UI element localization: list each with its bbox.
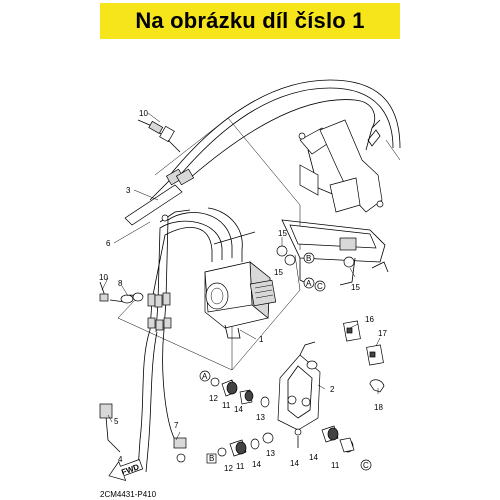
hose-clamps bbox=[276, 245, 389, 273]
callout-13: 13 bbox=[256, 413, 265, 422]
valve-block-small bbox=[339, 237, 357, 251]
frame-bracket-assembly bbox=[281, 119, 401, 287]
hose-fitting bbox=[175, 168, 195, 186]
reference-markers: B A C A B C bbox=[199, 252, 372, 471]
callout-15: 15 bbox=[351, 283, 360, 292]
part-callouts: 10 3 6 10 8 1 2 5 7 4 15 15 15 16 17 18 … bbox=[99, 109, 387, 473]
banjo-bolt-lower bbox=[99, 281, 144, 304]
callout-5: 5 bbox=[114, 417, 119, 426]
abs-hydraulic-unit bbox=[204, 231, 277, 339]
marker-c: C bbox=[317, 282, 323, 291]
pipe-fitting bbox=[147, 317, 156, 329]
abs-ecu-connector bbox=[249, 279, 277, 307]
front-brake-hose-junction bbox=[124, 168, 195, 226]
callout-10: 10 bbox=[99, 273, 108, 282]
pipe-fitting bbox=[154, 294, 163, 308]
rubber-dampers-group bbox=[210, 377, 355, 457]
upper-brake-hoses bbox=[169, 79, 401, 181]
callout-8: 8 bbox=[118, 279, 123, 288]
hose-fitting bbox=[173, 437, 187, 449]
callout-11: 11 bbox=[222, 401, 231, 410]
callout-14: 14 bbox=[252, 460, 261, 469]
callout-14: 14 bbox=[234, 405, 243, 414]
front-lower-hoses bbox=[99, 329, 187, 473]
callout-3: 3 bbox=[126, 186, 131, 195]
brake-pipes bbox=[147, 207, 243, 333]
bolt-icon bbox=[376, 200, 384, 208]
callout-18: 18 bbox=[374, 403, 383, 412]
callout-7: 7 bbox=[174, 421, 179, 430]
callout-11: 11 bbox=[236, 462, 245, 471]
hose-fitting bbox=[99, 403, 113, 419]
callout-13: 13 bbox=[266, 449, 275, 458]
callout-16: 16 bbox=[365, 315, 374, 324]
sensor-connectors bbox=[343, 320, 385, 393]
callout-17: 17 bbox=[378, 329, 387, 338]
pipe-fitting bbox=[162, 292, 171, 306]
callout-12: 12 bbox=[224, 464, 233, 473]
callout-14: 14 bbox=[290, 459, 299, 468]
callout-14: 14 bbox=[309, 453, 318, 462]
callout-6: 6 bbox=[106, 239, 111, 248]
leader-lines bbox=[101, 112, 381, 441]
fwd-label: FWD bbox=[120, 462, 140, 477]
marker-b: B bbox=[306, 254, 311, 263]
pipe-fitting bbox=[163, 317, 172, 329]
callout-10: 10 bbox=[139, 109, 148, 118]
callout-12: 12 bbox=[209, 394, 218, 403]
callout-2: 2 bbox=[330, 385, 335, 394]
callout-15: 15 bbox=[278, 229, 287, 238]
marker-a: A bbox=[202, 372, 208, 381]
callout-11: 11 bbox=[331, 461, 340, 470]
diagram-part-code: 2CM4431-P410 bbox=[100, 490, 157, 499]
marker-b: B bbox=[209, 454, 214, 463]
page-title-banner: Na obrázku díl číslo 1 bbox=[100, 3, 400, 39]
callout-4: 4 bbox=[118, 455, 123, 464]
assembly-outline bbox=[117, 117, 301, 371]
abs-mounting-bracket bbox=[277, 341, 321, 431]
callout-15: 15 bbox=[274, 268, 283, 277]
callout-1: 1 bbox=[259, 335, 264, 344]
abs-motor-icon bbox=[205, 282, 229, 310]
marker-a: A bbox=[306, 279, 312, 288]
pipe-fitting bbox=[155, 319, 164, 331]
bolt-icon bbox=[298, 132, 306, 140]
banjo-bolt-upper bbox=[137, 119, 181, 153]
pipe-fitting bbox=[147, 293, 156, 307]
marker-c: C bbox=[363, 461, 369, 470]
